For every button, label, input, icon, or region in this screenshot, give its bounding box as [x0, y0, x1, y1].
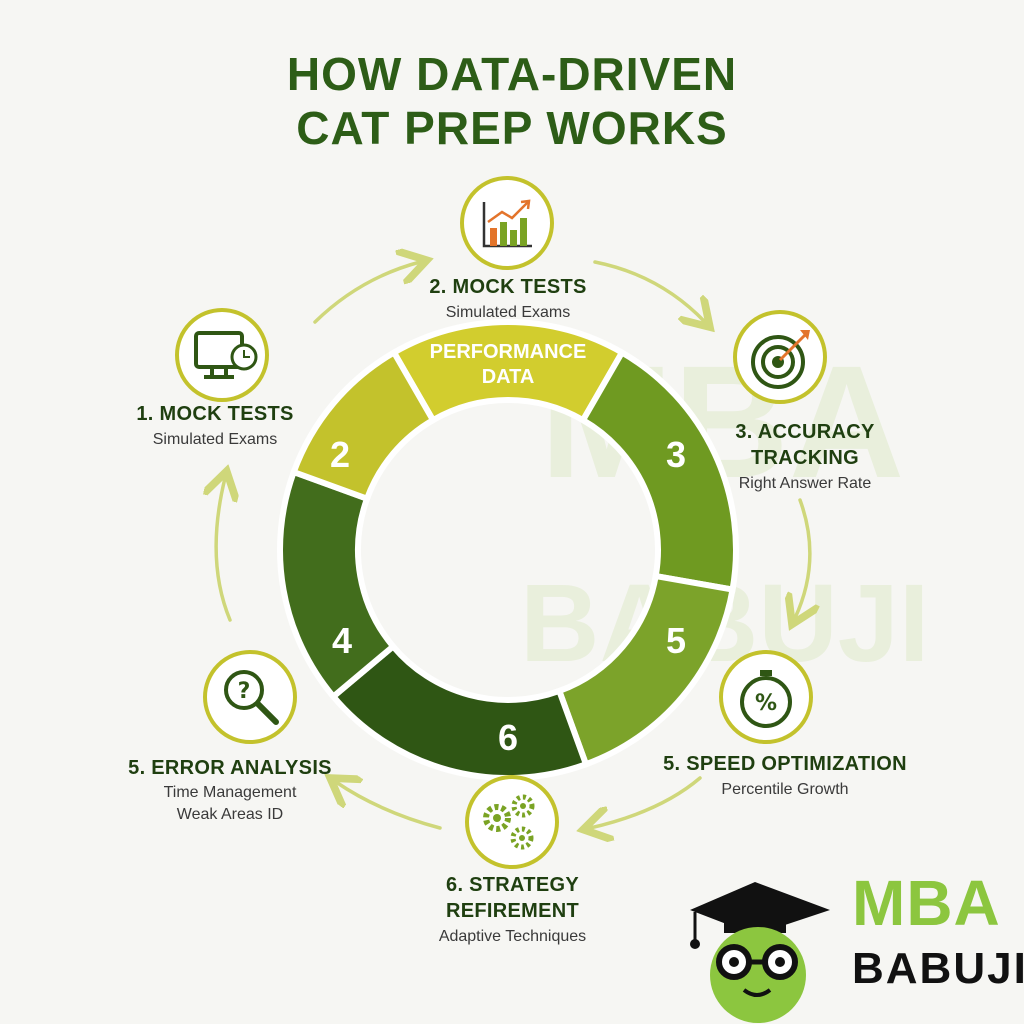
ring-segment-3: [578, 348, 739, 594]
arrow-6-to-error: [336, 782, 442, 830]
arrow-2-to-3: [593, 260, 705, 322]
step-error-subtitle-line2: Weak Areas ID: [176, 806, 284, 823]
step-strategy-title-line2: REFIREMENT: [446, 900, 579, 922]
step-accuracy-title-line2: TRACKING: [751, 447, 859, 469]
magnifier-question-icon: ?: [203, 650, 297, 744]
ring-segment-2: [289, 348, 438, 503]
step-mock-tests-top-title: 2. MOCK TESTS: [429, 276, 587, 298]
ring-number-2: 2: [330, 434, 350, 475]
ring-segment-4: [277, 468, 398, 701]
arrow-3-to-5: [795, 498, 810, 618]
step-mock-tests-left-title: 1. MOCK TESTS: [136, 403, 294, 425]
step-speed-title: 5. SPEED OPTIMIZATION: [663, 753, 907, 775]
step-accuracy-subtitle: Right Answer Rate: [738, 475, 872, 492]
ring-number-5: 5: [666, 620, 686, 661]
step-mock-tests-top-subtitle: Simulated Exams: [445, 304, 571, 321]
step-error-title: 5. ERROR ANALYSIS: [128, 757, 332, 779]
arrow-1-to-2: [313, 262, 420, 324]
arrow-error-to-1: [216, 478, 230, 622]
page-title-line2: CAT PREP WORKS: [296, 102, 728, 154]
arrow-5-to-6: [590, 776, 702, 828]
step-speed-subtitle: Percentile Growth: [721, 781, 849, 798]
performance-data-label-line1: PERFORMANCE: [430, 341, 587, 363]
step-error-subtitle-line1: Time Management: [163, 784, 297, 801]
ring-number-6: 6: [498, 717, 518, 758]
ring-number-3: 3: [666, 434, 686, 475]
page-title-line1: HOW DATA-DRIVEN: [286, 48, 738, 100]
stopwatch-percent-icon: %: [719, 650, 813, 744]
monitor-clock-icon: [175, 308, 269, 402]
ring-segment-5: [555, 572, 737, 769]
gears-icon: [465, 775, 559, 869]
logo-mba-text: MBA: [852, 867, 1001, 939]
step-strategy-subtitle: Adaptive Techniques: [438, 928, 587, 945]
logo-babuji-text: BABUJI: [852, 944, 1024, 993]
ring-number-4: 4: [332, 620, 352, 661]
performance-data-label-line2: DATA: [482, 366, 535, 388]
step-mock-tests-left-subtitle: Simulated Exams: [152, 431, 278, 448]
bar-chart-icon: [460, 176, 554, 270]
step-accuracy-title-line1: 3. ACCURACY: [735, 421, 875, 443]
svg-text:?: ?: [238, 679, 251, 704]
mba-babuji-logo-mascot: [690, 882, 830, 1023]
step-strategy-title-line1: 6. STRATEGY: [446, 874, 579, 896]
svg-text:%: %: [755, 691, 777, 716]
target-icon: [733, 310, 827, 404]
